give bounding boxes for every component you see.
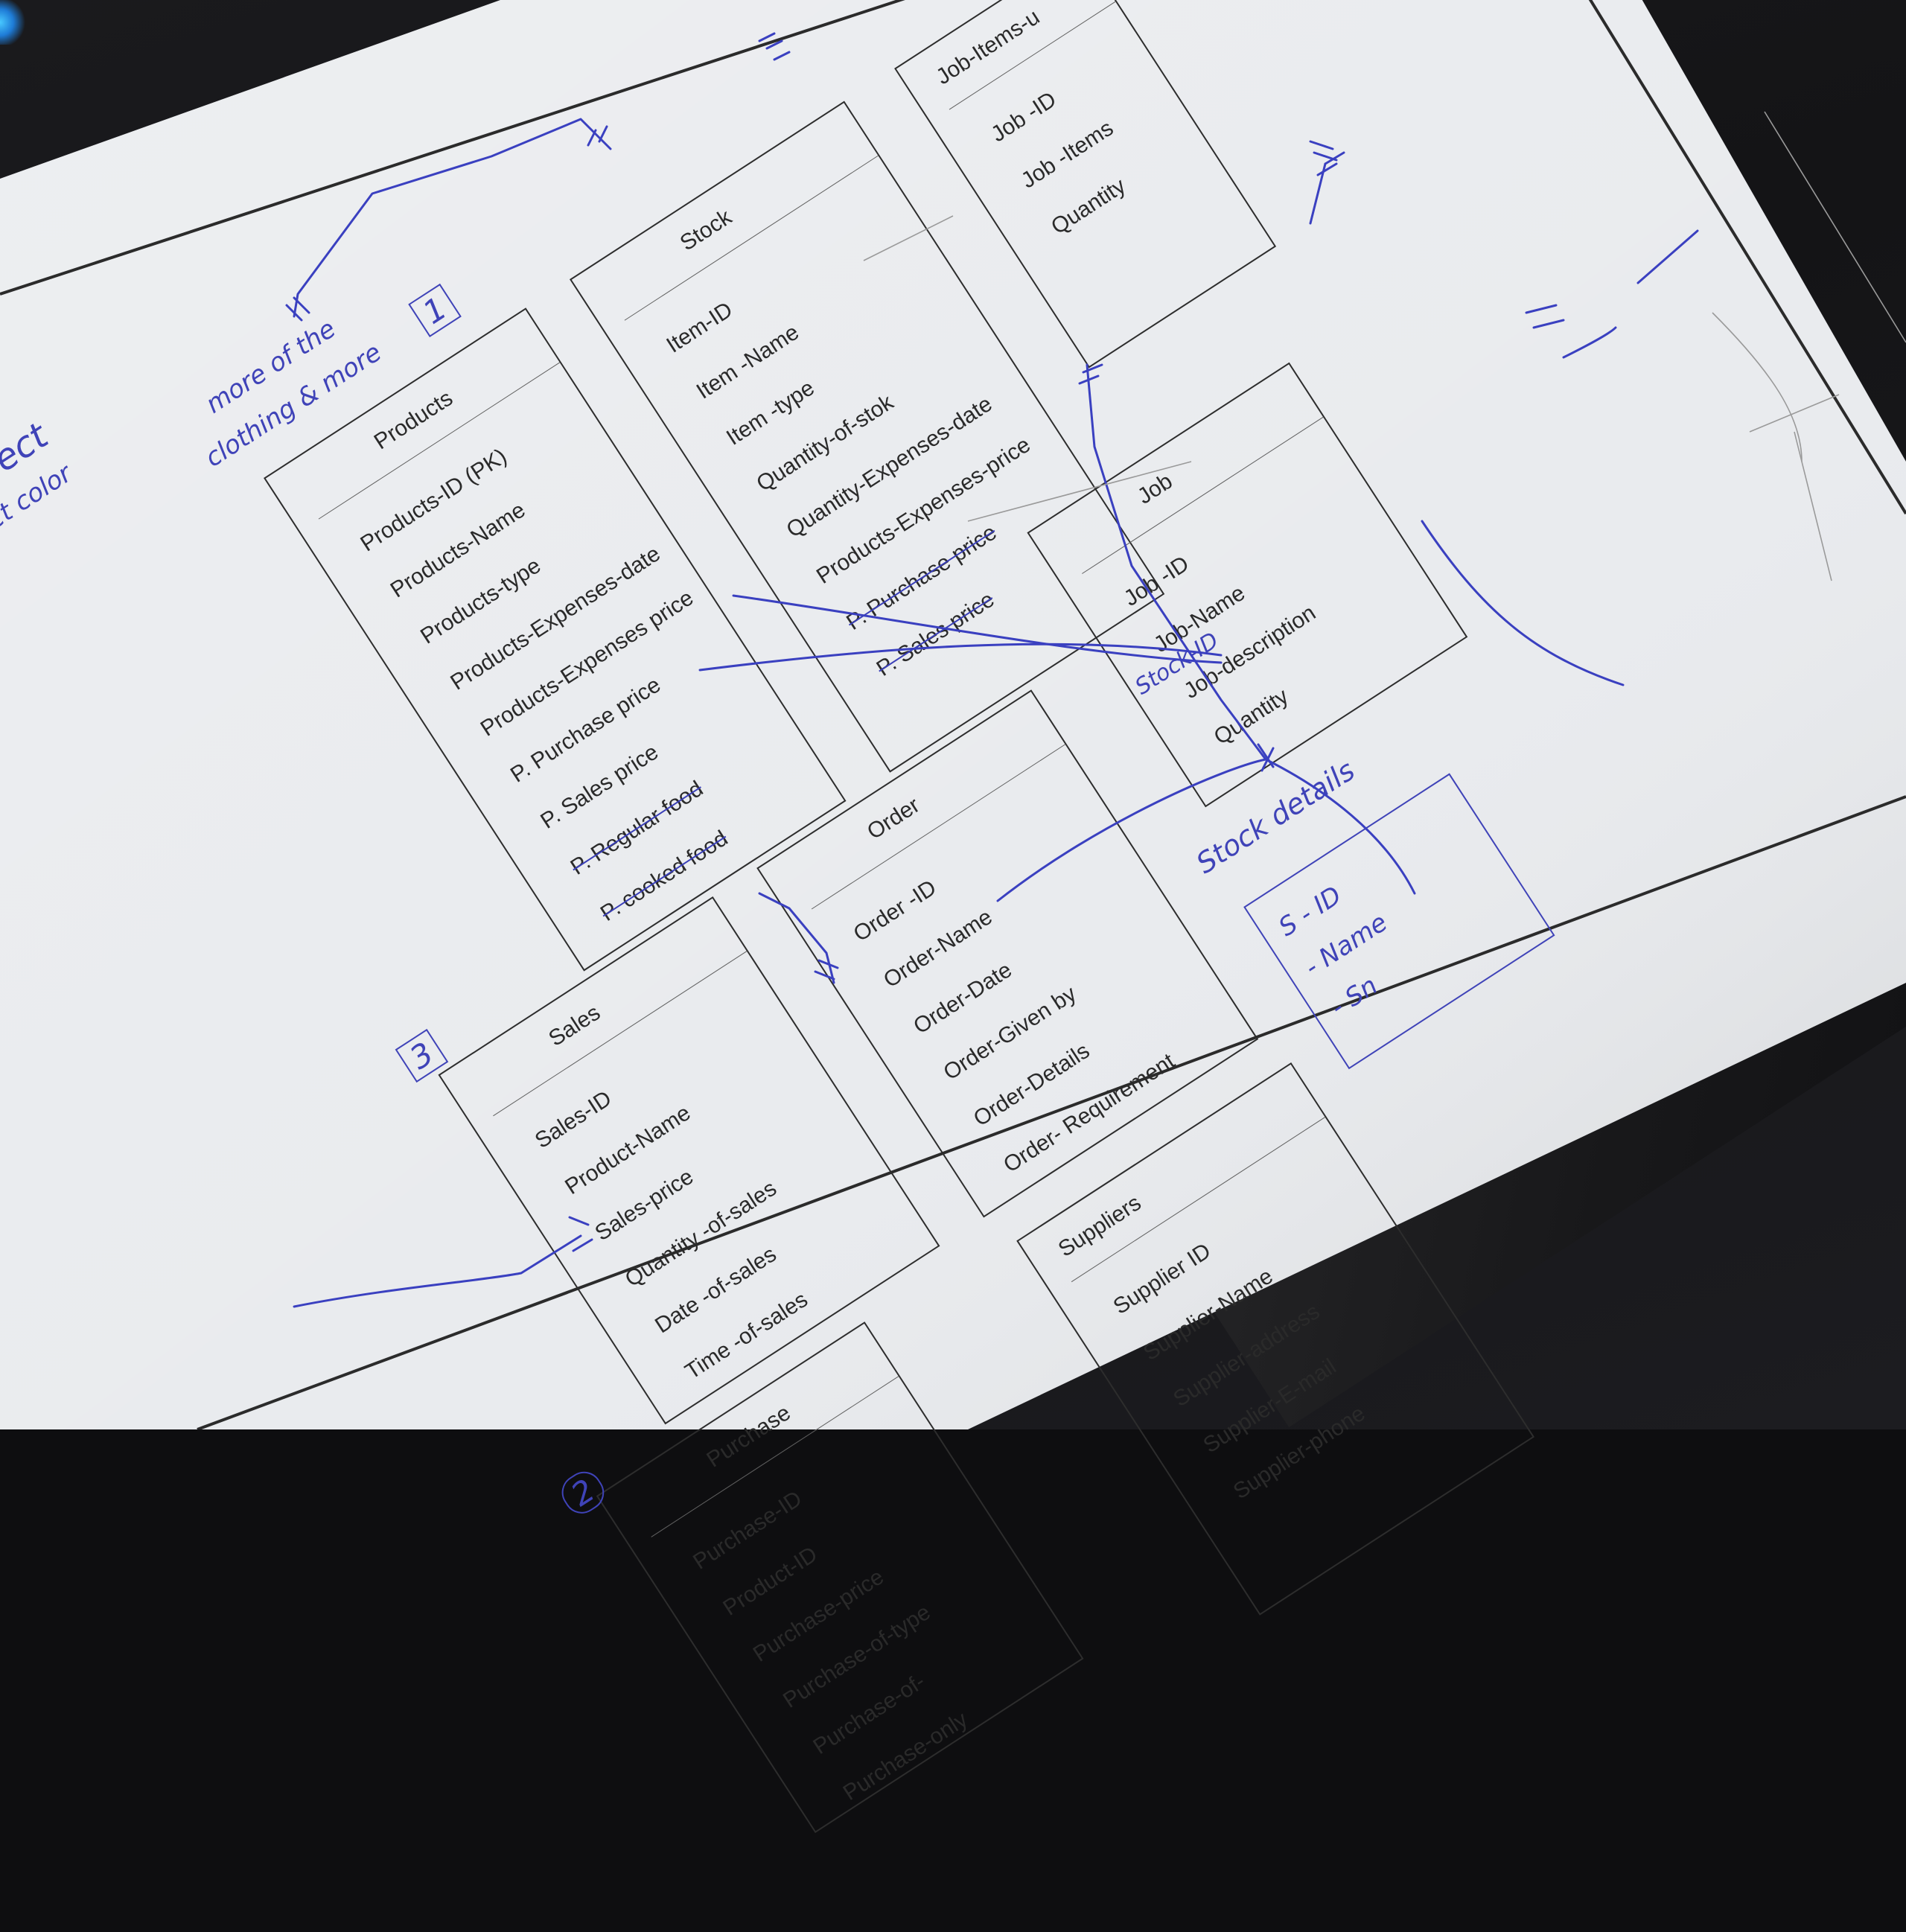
handwritten-number: 1 — [408, 283, 462, 338]
paper-sheet — [0, 0, 1906, 1429]
diagram-sheet: Products Products-ID (PK) Products-Name … — [0, 0, 1555, 1834]
handwritten-number: 2 — [555, 1464, 611, 1520]
entity-job: Job Job -ID Job-Name Job-description Qua… — [1027, 362, 1468, 808]
status-led — [0, 0, 25, 45]
